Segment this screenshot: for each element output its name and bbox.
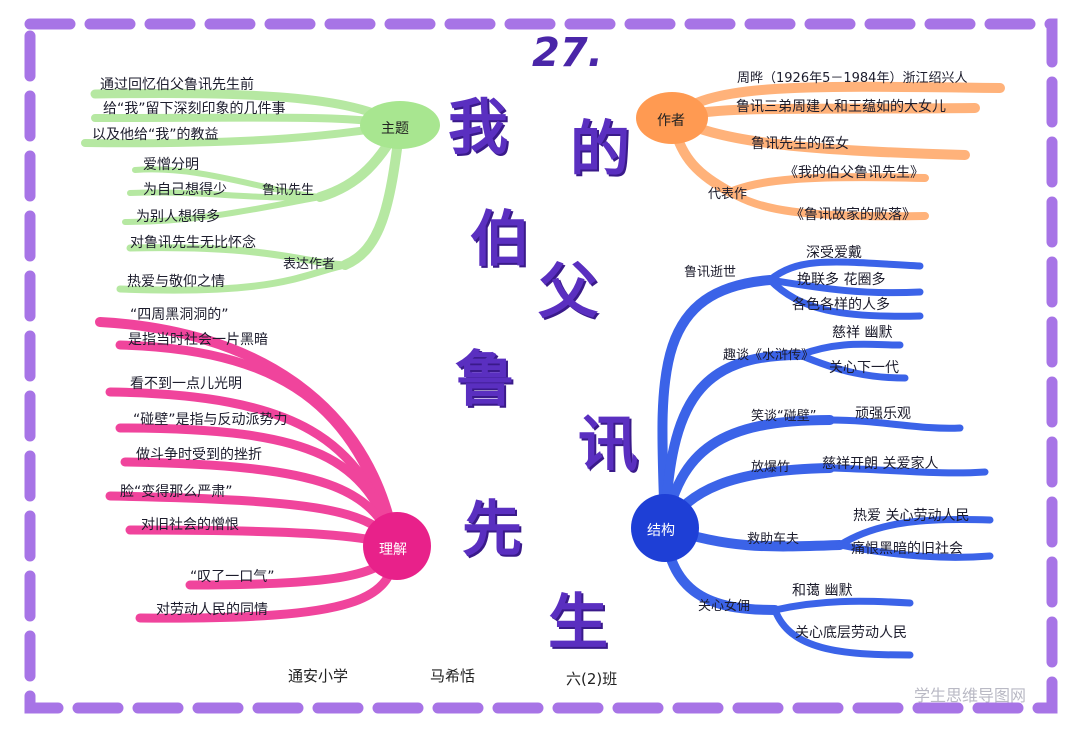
structure-b2-item-2: 关心下一代 — [829, 360, 899, 376]
author-hub: 作者 — [657, 113, 685, 129]
understand-item-5: 做斗争时受到的挫折 — [136, 447, 262, 463]
understand-item-9: 对劳动人民的同情 — [156, 602, 268, 618]
structure-b1-item-2: 挽联多 花圈多 — [797, 272, 886, 288]
understand-hub-shape — [363, 512, 431, 580]
footer-class: 六(2)班 — [566, 670, 618, 688]
theme-line-2: 给“我”留下深刻印象的几件事 — [103, 101, 286, 117]
footer-name: 马希恬 — [430, 667, 476, 685]
author-item-3: 鲁讯先生的侄女 — [751, 136, 849, 152]
understand-item-8: “叹了一口气” — [190, 569, 275, 585]
footer-school: 通安小学 — [288, 667, 349, 685]
structure-b1-item-3: 各色各样的人多 — [792, 297, 890, 313]
author-work-2: 《鲁讯故家的败落》 — [790, 207, 916, 223]
structure-b6-item-2: 关心底层劳动人民 — [795, 625, 907, 641]
structure-b1-item-1: 深受爱戴 — [806, 245, 862, 261]
understand-item-3: 看不到一点儿光明 — [130, 376, 242, 392]
title-char-2: 的 — [570, 115, 630, 185]
title-char-7: 先 — [462, 495, 522, 565]
author-item-2: 鲁讯三弟周建人和王蕴如的大女儿 — [736, 99, 946, 115]
theme-sub2: 表达作者 — [283, 257, 336, 272]
structure-hub: 结构 — [647, 523, 675, 539]
structure-b5-item-1: 热爱 关心劳动人民 — [853, 508, 970, 524]
title-char-6: 讯 — [578, 410, 638, 480]
theme-hub-shape — [360, 101, 440, 149]
title-char-3: 伯 — [470, 205, 530, 275]
author-work-1: 《我的伯父鲁讯先生》 — [784, 165, 924, 181]
theme-sub2-item-2: 热爱与敬仰之情 — [127, 274, 225, 290]
theme-sub1-item-1: 爱憎分明 — [143, 157, 199, 173]
structure-b4: 放爆竹 — [751, 460, 791, 475]
understand-item-7: 对旧社会的憎恨 — [141, 517, 239, 533]
structure-b2-item-1: 慈祥 幽默 — [832, 325, 893, 341]
title-char-4: 父 — [538, 257, 598, 327]
theme-sub2-item-1: 对鲁讯先生无比怀念 — [130, 235, 256, 251]
theme-sub1: 鲁讯先生 — [262, 183, 315, 198]
dashed-border — [24, 18, 1058, 714]
structure-branches — [657, 258, 994, 659]
structure-b3: 笑谈“碰壁” — [751, 409, 817, 424]
structure-b6-item-1: 和蔼 幽默 — [792, 583, 853, 599]
author-item-1: 周晔（1926年5－1984年）浙江绍兴人 — [737, 71, 968, 86]
lesson-number: 27. — [532, 30, 603, 76]
author-hub-shape — [636, 92, 708, 144]
understand-item-2: 是指当时社会一片黑暗 — [128, 332, 268, 348]
title-char-8: 生 — [548, 588, 608, 658]
theme-hub: 主题 — [381, 121, 409, 137]
theme-line-3: 以及他给“我”的教益 — [92, 127, 219, 143]
title-char-5: 鲁 — [455, 345, 515, 415]
structure-b1: 鲁讯逝世 — [684, 265, 737, 280]
understand-hub: 理解 — [379, 542, 407, 558]
structure-b2: 趣谈《水浒传》 — [723, 348, 815, 363]
structure-b5-item-2: 痛恨黑暗的旧社会 — [851, 541, 963, 557]
title-char-1: 我 — [448, 93, 508, 163]
understand-item-1: “四周黑洞洞的” — [130, 307, 229, 323]
watermark: 学生思维导图网 — [914, 686, 1027, 705]
structure-b5: 救助车夫 — [747, 532, 800, 547]
theme-sub1-item-3: 为别人想得多 — [136, 209, 220, 225]
theme-branches — [81, 89, 405, 294]
structure-b6: 关心女佣 — [698, 599, 751, 614]
theme-sub1-item-2: 为自己想得少 — [143, 182, 227, 198]
theme-line-1: 通过回忆伯父鲁讯先生前 — [100, 77, 254, 93]
understand-item-6: 脸“变得那么严肃” — [120, 484, 233, 500]
structure-b3-item-1: 顽强乐观 — [855, 406, 911, 422]
structure-b4-item-1: 慈祥开朗 关爱家人 — [822, 456, 939, 472]
structure-hub-shape — [631, 494, 699, 562]
author-sub: 代表作 — [708, 187, 748, 202]
understand-item-4: “碰壁”是指与反动派势力 — [133, 412, 288, 428]
